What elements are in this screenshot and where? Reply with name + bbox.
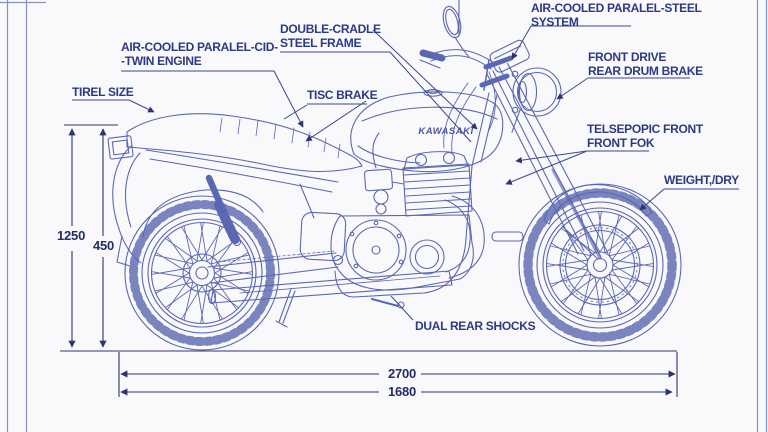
dimension-lines xyxy=(60,124,678,397)
callout-tire-size: TIREL SIZE xyxy=(72,85,134,99)
exhaust xyxy=(207,195,485,305)
front-wheel-spokes xyxy=(546,211,654,319)
callout-rear-suspension: DUAL REAR SHOCKS xyxy=(415,319,536,333)
callout-engine-line1: AIR-COOLED PARALEL-CID- xyxy=(121,40,278,54)
callout-front-fork-line1: TELSEPOPIC FRONT xyxy=(587,122,703,136)
callout-rear-brake-line1: FRONT DRIVE xyxy=(588,50,667,64)
rear-wheel xyxy=(124,195,280,351)
callout-cooling-system-line1: AIR-COOLED PARALEL-STEEL xyxy=(531,1,702,15)
callout-front-brake-line1: TISC BRAKE xyxy=(307,88,378,102)
mirror xyxy=(442,0,470,58)
cockpit xyxy=(419,0,530,153)
callout-rear-brake: FRONT DRIVE REAR DRUM BRAKE xyxy=(588,50,703,78)
callout-front-brake: TISC BRAKE xyxy=(307,88,378,102)
front-fender xyxy=(543,184,653,260)
cylinder-fins xyxy=(403,170,472,211)
engine xyxy=(330,132,474,291)
dimension-overall-length: 2700 xyxy=(383,366,421,381)
callout-tire-size-line1: TIREL SIZE xyxy=(72,85,134,99)
callout-front-fork: TELSEPOPIC FRONT FRONT FOK xyxy=(587,122,703,150)
callout-weight-line1: WEIGHT,/DRY xyxy=(664,173,739,187)
carburetor xyxy=(363,132,405,215)
swingarm xyxy=(207,250,344,284)
callout-leader-lines xyxy=(72,25,739,321)
callout-cooling-system: AIR-COOLED PARALEL-STEEL SYSTEM xyxy=(531,1,702,29)
callout-frame: DOUBLE-CRADLE STEEL FRAME xyxy=(280,22,381,50)
dimension-seat-height: 450 xyxy=(91,238,117,253)
callout-engine: AIR-COOLED PARALEL-CID- -TWIN ENGINE xyxy=(121,40,278,68)
seat-stitching xyxy=(219,117,341,159)
rear-fender xyxy=(107,135,264,267)
seat xyxy=(126,113,363,173)
callout-rear-suspension-line1: DUAL REAR SHOCKS xyxy=(415,319,536,333)
brake-lever xyxy=(419,59,441,69)
front-fork xyxy=(486,62,653,260)
dimension-overall-height: 1250 xyxy=(55,228,88,243)
fuel-tank: KAWASAKI xyxy=(350,88,504,173)
dimension-wheelbase: 1680 xyxy=(383,384,421,399)
handlebar-grip xyxy=(419,49,446,62)
motorcycle-drawing: KAWASAKI xyxy=(107,0,682,351)
callout-rear-brake-line2: REAR DRUM BRAKE xyxy=(588,64,703,78)
callout-frame-line2: STEEL FRAME xyxy=(280,36,362,50)
callout-cooling-system-line2: SYSTEM xyxy=(531,15,579,29)
rear-wheel-spokes xyxy=(151,222,253,324)
callout-weight: WEIGHT,/DRY xyxy=(664,173,739,187)
front-wheel xyxy=(518,183,682,347)
callout-front-fork-line2: FRONT FOK xyxy=(587,136,655,150)
tank-logo: KAWASAKI xyxy=(418,126,473,137)
callout-frame-line1: DOUBLE-CRADLE xyxy=(280,22,381,36)
callout-engine-line2: -TWIN ENGINE xyxy=(121,54,202,68)
rear-shock xyxy=(205,174,242,247)
